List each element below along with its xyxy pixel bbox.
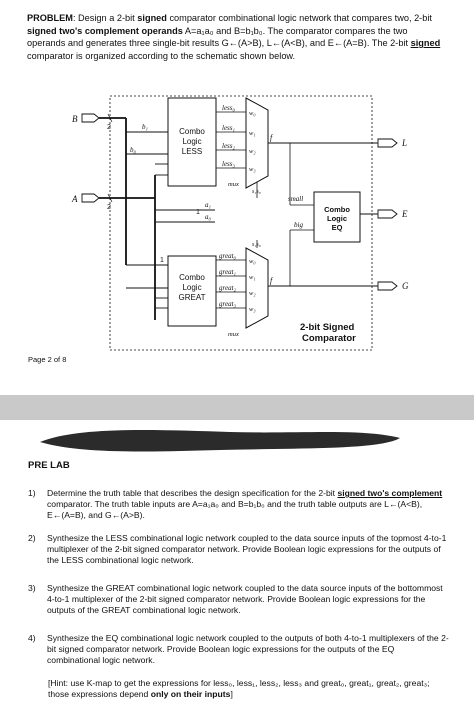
svg-text:less₀: less₀: [222, 104, 236, 112]
output-g-port: [377, 281, 398, 291]
svg-text:mux: mux: [228, 181, 239, 188]
input-b-label: B: [72, 114, 78, 124]
svg-text:GREAT: GREAT: [179, 293, 206, 302]
svg-text:w₀: w₀: [249, 258, 256, 265]
svg-text:small: small: [288, 195, 303, 203]
svg-text:less₁: less₁: [222, 124, 235, 132]
great-logic-box: [167, 255, 217, 327]
bottom-mux: [245, 247, 269, 329]
svg-text:w₁: w₁: [249, 274, 256, 281]
svg-text:w₂: w₂: [249, 148, 256, 155]
svg-text:b₁: b₁: [142, 123, 148, 131]
svg-text:great₁: great₁: [219, 268, 236, 276]
top-mux: [245, 97, 269, 189]
svg-text:Combo: Combo: [179, 127, 205, 136]
output-e-port: [377, 209, 398, 219]
svg-text:w₁: w₁: [249, 130, 256, 137]
svg-text:b₀: b₀: [130, 146, 137, 154]
svg-text:s₁s₀: s₁s₀: [252, 242, 261, 248]
svg-text:a₀: a₀: [205, 213, 212, 221]
svg-text:Logic: Logic: [182, 137, 201, 146]
svg-text:LESS: LESS: [182, 147, 202, 156]
svg-text:w₀: w₀: [249, 110, 256, 117]
less-logic-box: [167, 97, 217, 187]
problem-lead: PROBLEM: [27, 13, 73, 23]
input-a-port: [81, 193, 100, 203]
prelab-title: PRE LAB: [28, 460, 70, 471]
schematic-border: [109, 95, 373, 351]
svg-text:2: 2: [107, 124, 111, 131]
redaction-scribble: [40, 430, 400, 452]
page-gap: [0, 395, 474, 420]
svg-text:Logic: Logic: [327, 214, 347, 223]
svg-text:1: 1: [160, 257, 164, 264]
svg-text:mux: mux: [228, 331, 239, 338]
output-l-port: [377, 138, 398, 148]
svg-text:Combo: Combo: [324, 205, 350, 214]
input-b-port: [81, 113, 100, 123]
svg-text:1: 1: [196, 209, 200, 216]
comparator-schematic: B 2 b₁ b₀ 1 A 2 a₁ a₀ 1 Combo Logic LESS: [71, 95, 409, 351]
svg-text:Combo: Combo: [179, 273, 205, 282]
svg-text:f: f: [270, 276, 274, 285]
output-l-label: L: [401, 138, 407, 148]
page-one: PROBLEM: Design a 2-bit signed comparato…: [27, 13, 441, 364]
svg-text:great₃: great₃: [219, 300, 237, 308]
svg-text:less₃: less₃: [222, 160, 236, 168]
eq-logic-box: [313, 191, 361, 243]
output-e-label: E: [401, 209, 408, 219]
svg-text:great₀: great₀: [219, 252, 237, 260]
svg-text:s₁s₀: s₁s₀: [252, 189, 261, 195]
svg-text:w₃: w₃: [249, 166, 256, 173]
svg-text:f: f: [270, 133, 274, 142]
svg-text:a₁: a₁: [205, 201, 211, 209]
page-two: PRE LAB 1) Determine the truth table tha…: [0, 420, 474, 719]
page-number: Page 2 of 8: [28, 355, 67, 364]
svg-text:w₂: w₂: [249, 290, 256, 297]
svg-text:big: big: [294, 221, 303, 229]
svg-text:2: 2: [107, 204, 111, 211]
svg-text:w₃: w₃: [249, 306, 256, 313]
input-a-label: A: [71, 194, 78, 204]
svg-text:Logic: Logic: [182, 283, 201, 292]
svg-text:EQ: EQ: [332, 223, 343, 232]
output-g-label: G: [402, 281, 409, 291]
svg-text:less₂: less₂: [222, 142, 236, 150]
schematic-title-line1: 2-bit Signed: [300, 322, 355, 333]
schematic-title-line2: Comparator: [302, 333, 356, 344]
problem-statement: PROBLEM: Design a 2-bit signed comparato…: [27, 13, 441, 61]
svg-text:great₂: great₂: [219, 284, 237, 292]
prelab-hint: [Hint: use K-map to get the expressions …: [48, 678, 430, 700]
